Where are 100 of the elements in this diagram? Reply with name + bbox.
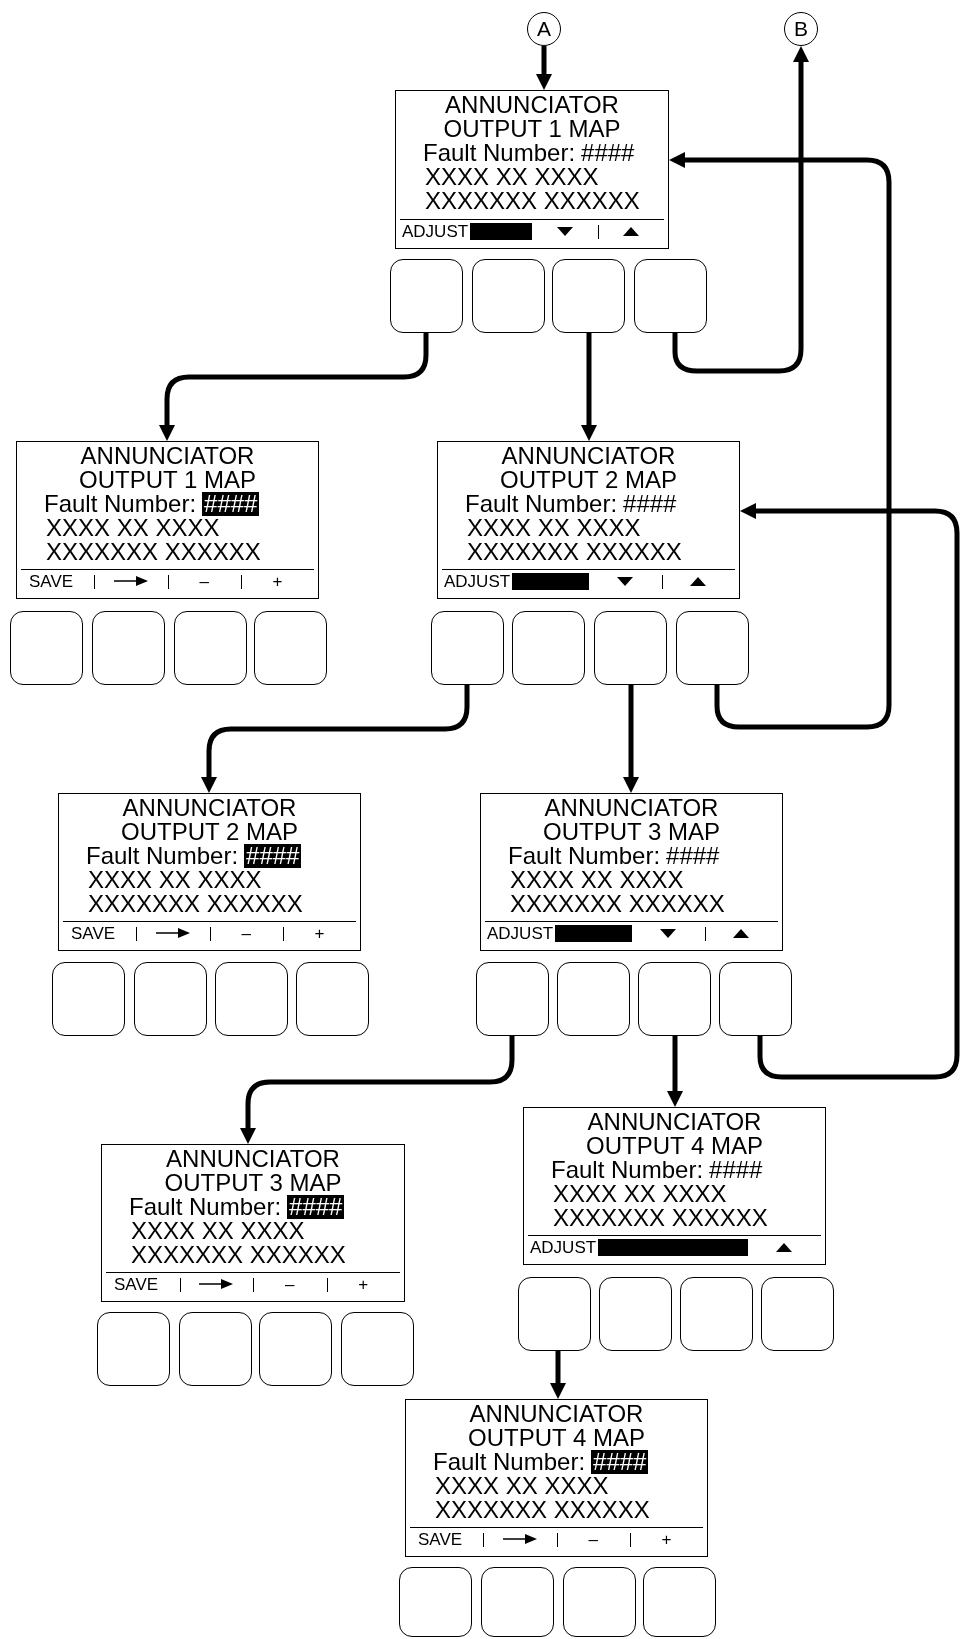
softkey-button: [643, 1567, 716, 1637]
field-value: ####: [202, 492, 260, 516]
field-value: ####: [244, 844, 302, 868]
softkey-button: [472, 259, 545, 333]
placeholder-text: XXXX XX XXXX: [510, 868, 684, 892]
field-value: ####: [709, 1158, 763, 1182]
softkey-button: [594, 611, 667, 685]
display-screen: [58, 793, 361, 951]
display-screen: [101, 1144, 405, 1302]
softkey-label: ADJUST: [402, 221, 469, 243]
arrow: [672, 46, 809, 374]
arrow: [623, 685, 639, 793]
softkey-button: [476, 962, 549, 1036]
softkey-button: [215, 962, 288, 1036]
softkey-label: –: [285, 1274, 295, 1296]
placeholder-text: XXXX XX XXXX: [88, 868, 262, 892]
softkey-button: [390, 259, 463, 333]
display-screen: [16, 441, 319, 599]
field-label: Fault Number:: [86, 844, 239, 868]
softkey-button: [518, 1277, 591, 1351]
softkey-button: [761, 1277, 834, 1351]
screen-title: ANNUNCIATOR OUTPUT 1 MAP: [442, 93, 622, 141]
softkey-label: +: [314, 923, 325, 945]
display-screen: [395, 90, 669, 249]
display-screen: [523, 1107, 826, 1265]
softkey-button: [174, 611, 247, 685]
softkey-button: [431, 611, 504, 685]
softkey-button: [599, 1277, 672, 1351]
screen-title: ANNUNCIATOR OUTPUT 4 MAP: [467, 1402, 646, 1450]
display-screen: [405, 1399, 708, 1557]
field-value: ####: [666, 844, 720, 868]
softkey-button: [719, 962, 792, 1036]
softkey-label: ADJUST: [487, 923, 554, 945]
softkey-button: [638, 962, 711, 1036]
arrow: [201, 685, 470, 793]
field-label: Fault Number:: [129, 1195, 282, 1219]
placeholder-text: XXXXXXX XXXXXX: [88, 892, 303, 916]
softkey-label: SAVE: [29, 571, 74, 593]
placeholder-text: XXXX XX XXXX: [435, 1474, 609, 1498]
field-label: Fault Number:: [465, 492, 618, 516]
arrow: [550, 1351, 566, 1399]
field-label: Fault Number:: [423, 141, 576, 165]
softkey-button: [557, 962, 630, 1036]
softkey-button: [634, 259, 707, 333]
placeholder-text: XXXXXXX XXXXXX: [425, 189, 640, 213]
field-label: Fault Number:: [433, 1450, 586, 1474]
arrow: [159, 333, 429, 441]
softkey-button: [563, 1567, 636, 1637]
field-label: Fault Number:: [508, 844, 661, 868]
softkey-button: [52, 962, 125, 1036]
screen-title: ANNUNCIATOR OUTPUT 1 MAP: [78, 444, 257, 492]
softkey-label: ADJUST: [530, 1237, 597, 1259]
screen-title: ANNUNCIATOR OUTPUT 3 MAP: [542, 796, 721, 844]
display-screen: [437, 441, 740, 599]
screen-title: ANNUNCIATOR OUTPUT 3 MAP: [163, 1147, 343, 1195]
placeholder-text: XXXXXXX XXXXXX: [131, 1243, 346, 1267]
connector-circle: [784, 12, 818, 46]
screen-title: ANNUNCIATOR OUTPUT 2 MAP: [120, 796, 299, 844]
softkey-button: [676, 611, 749, 685]
softkey-label: SAVE: [418, 1529, 463, 1551]
placeholder-text: XXXXXXX XXXXXX: [435, 1498, 650, 1522]
softkey-button: [296, 962, 369, 1036]
placeholder-text: XXXX XX XXXX: [131, 1219, 305, 1243]
placeholder-text: XXXXXXX XXXXXX: [467, 540, 682, 564]
field-value: ####: [591, 1450, 649, 1474]
softkey-button: [97, 1312, 170, 1386]
softkey-button: [10, 611, 83, 685]
softkey-button: [512, 611, 585, 685]
arrow: [581, 333, 597, 441]
softkey-label: +: [272, 571, 283, 593]
softkey-label: –: [199, 571, 209, 593]
field-value: ####: [287, 1195, 345, 1219]
display-screen: [480, 793, 783, 951]
softkey-button: [399, 1567, 472, 1637]
connector-circle: [527, 12, 561, 46]
field-value: ####: [581, 141, 635, 165]
softkey-label: +: [358, 1274, 369, 1296]
screen-title: ANNUNCIATOR OUTPUT 4 MAP: [585, 1110, 764, 1158]
softkey-button: [179, 1312, 252, 1386]
softkey-label: –: [588, 1529, 598, 1551]
placeholder-text: XXXX XX XXXX: [553, 1182, 727, 1206]
arrow: [536, 46, 552, 90]
softkey-label: +: [661, 1529, 672, 1551]
softkey-button: [259, 1312, 332, 1386]
softkey-label: ADJUST: [444, 571, 511, 593]
placeholder-text: XXXXXXX XXXXXX: [46, 540, 261, 564]
softkey-button: [254, 611, 327, 685]
field-label: Fault Number:: [44, 492, 197, 516]
arrow: [669, 152, 892, 730]
placeholder-text: XXXX XX XXXX: [46, 516, 220, 540]
placeholder-text: XXXX XX XXXX: [425, 165, 599, 189]
connector-letter: A: [537, 18, 551, 40]
screen-title: ANNUNCIATOR OUTPUT 2 MAP: [499, 444, 678, 492]
field-label: Fault Number:: [551, 1158, 704, 1182]
field-value: ####: [623, 492, 677, 516]
softkey-label: SAVE: [114, 1274, 159, 1296]
arrow: [740, 503, 960, 1080]
connector-letter: B: [794, 18, 808, 40]
softkey-button: [552, 259, 625, 333]
softkey-button: [341, 1312, 414, 1386]
